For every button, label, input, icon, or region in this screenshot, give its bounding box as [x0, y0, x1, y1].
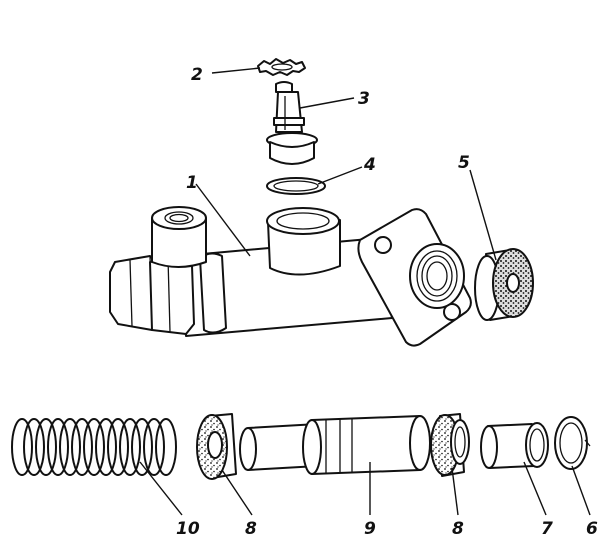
- spring-coil: [59, 418, 81, 476]
- spring-coil: [35, 418, 57, 476]
- spring-coil: [23, 418, 45, 476]
- callout-4: 4: [363, 155, 376, 175]
- snap-ring-part-6: [554, 416, 591, 470]
- plug-part-5: [474, 248, 534, 321]
- spring-coil: [71, 418, 93, 476]
- callout-labels: 2 3 4 1 5 10 8 9 8 7 6: [176, 65, 598, 539]
- spring-coil: [47, 418, 69, 476]
- spring-coil: [83, 418, 105, 476]
- spring-coil: [107, 418, 129, 476]
- callout-7: 7: [541, 519, 553, 539]
- spring-coil: [143, 418, 165, 476]
- piston-part-9: [239, 415, 431, 475]
- callout-1: 1: [186, 173, 198, 193]
- spring-coil: [11, 418, 33, 476]
- callout-8-right: 8: [452, 519, 464, 539]
- callout-3: 3: [358, 89, 370, 109]
- callout-2: 2: [191, 65, 203, 85]
- spring-part-10: [11, 418, 177, 476]
- fitting-part-3: [266, 81, 318, 165]
- callout-5: 5: [458, 153, 470, 173]
- callout-8-left: 8: [245, 519, 257, 539]
- cup-seal-part-8-left: [196, 413, 237, 480]
- callout-9: 9: [364, 519, 376, 539]
- spring-coil: [131, 418, 153, 476]
- leader-lines: [139, 67, 591, 516]
- callout-10: 10: [176, 519, 200, 539]
- lock-washer-part-2: [257, 58, 306, 76]
- callout-6: 6: [586, 519, 598, 539]
- spring-coil: [95, 418, 117, 476]
- gasket-part-4: [266, 177, 326, 195]
- cylinder-body-part-1: [109, 206, 472, 347]
- spring-coil: [119, 418, 141, 476]
- sleeve-part-7: [480, 422, 549, 469]
- spring-coil: [155, 418, 177, 476]
- cup-seal-part-8-right: [430, 413, 470, 477]
